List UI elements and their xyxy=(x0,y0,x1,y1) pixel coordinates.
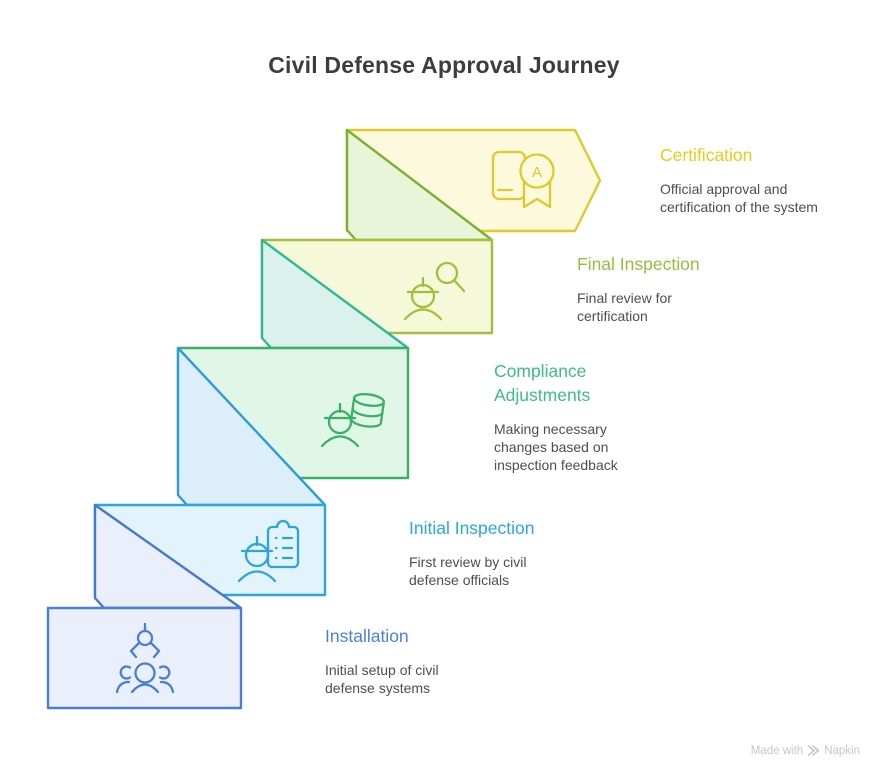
watermark-prefix: Made with xyxy=(750,744,804,757)
step-label-initial-inspection: Initial Inspection First review by civil… xyxy=(409,516,589,589)
magnifier-glass xyxy=(435,261,459,285)
step-label-final-inspection: Final Inspection Final review for certif… xyxy=(577,252,767,325)
step-label-compliance-adjustments: Compliance Adjustments Making necessary … xyxy=(494,359,674,474)
page-title: Civil Defense Approval Journey xyxy=(268,52,620,78)
worker-checklist-icon xyxy=(237,519,300,583)
clipboard-clip xyxy=(275,519,291,529)
step-label-installation: Installation Initial setup of civil defe… xyxy=(325,624,505,697)
magnifier-handle xyxy=(452,278,466,293)
certificate-award-icon: A xyxy=(491,150,555,209)
inspector-head xyxy=(410,283,436,309)
worker-shoulders xyxy=(320,435,360,448)
napkin-logo-icon xyxy=(807,745,820,756)
step-title: Installation xyxy=(325,626,409,646)
award-letter: A xyxy=(532,164,542,181)
watermark-brand: Napkin xyxy=(824,744,860,757)
team-center-head xyxy=(134,662,156,684)
crane-claw-left xyxy=(129,641,141,659)
step-description: Official approval and certification of t… xyxy=(660,181,818,215)
step-title: Certification xyxy=(660,145,753,165)
step-label-certification: Certification Official approval and cert… xyxy=(660,143,860,216)
step-shape-installation xyxy=(46,503,243,710)
step-description: First review by civil defense officials xyxy=(409,554,527,588)
team-left-head xyxy=(119,665,132,680)
inspector-shoulders xyxy=(403,308,443,321)
team-right-head xyxy=(158,665,171,680)
award-medal xyxy=(519,153,555,189)
resource-stack xyxy=(350,393,386,428)
step-description: Initial setup of civil defense systems xyxy=(325,662,439,696)
certificate-card xyxy=(491,150,527,201)
crane-hook xyxy=(136,629,154,647)
step-shape-initial-inspection xyxy=(93,346,327,597)
step-title: Final Inspection xyxy=(577,254,700,274)
team-left-shoulder xyxy=(115,680,131,694)
napkin-watermark[interactable]: Made with Napkin xyxy=(751,744,860,757)
step-shape-final-inspection xyxy=(260,128,494,335)
team-center-shoulders xyxy=(130,683,160,694)
worker-shoulders xyxy=(237,570,277,583)
inspector-magnifier-icon xyxy=(403,261,466,321)
step-title: Initial Inspection xyxy=(409,518,535,538)
step-description: Final review for certification xyxy=(577,290,672,324)
clipboard-body xyxy=(266,525,300,569)
crane-claw-right xyxy=(149,641,161,659)
team-right-shoulder xyxy=(159,680,175,694)
step-description: Making necessary changes based on inspec… xyxy=(494,421,618,473)
crane-team-icon xyxy=(115,622,175,694)
worker-head xyxy=(327,409,353,435)
step-title: Compliance Adjustments xyxy=(494,361,591,405)
worker-resources-icon xyxy=(320,393,386,448)
